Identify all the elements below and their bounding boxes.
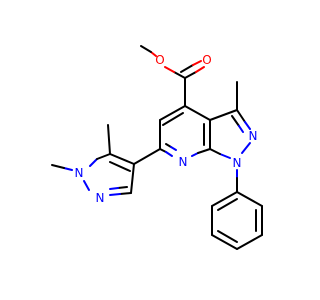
bond-ph-1-2: [236, 191, 263, 207]
bond-n1pp-c5pp-n: [89, 158, 98, 167]
bond-carbonyl-double-a-o: [195, 66, 205, 73]
bond-ph-6-1: [211, 191, 238, 207]
bond-ccarbonyl-oester-o: [164, 66, 175, 73]
bond-c3pp-n2pp-c: [119, 192, 132, 195]
bond-c4pp-c3pp: [130, 163, 135, 194]
bond-n1pp-methyl-n: [63, 167, 73, 171]
ester-group: [140, 45, 205, 107]
atom-n-dimethylpyrazole-n1: N: [75, 166, 84, 180]
atom-n-pyrazole-n2: N: [249, 129, 258, 143]
bond-c3-n2-c: [236, 109, 246, 123]
bond-c3a-c3: [209, 109, 238, 121]
bond-n7-c7a: [197, 148, 211, 154]
atom-n-dimethylpyrazole-n2: N: [96, 191, 105, 205]
bond-c6-n7-inner-n: [170, 146, 177, 151]
bond-carbonyl-double-b-o: [192, 60, 202, 66]
bond-c4-c3a: [184, 105, 211, 121]
molecule-svg: O O N N N N N: [51, 45, 263, 250]
bond-c5pp-methyl: [107, 124, 111, 155]
bond-c3-n2-n: [244, 121, 251, 130]
bond-ccarbonyl-oester: [173, 71, 186, 79]
phenyl-ring: [211, 169, 263, 250]
bond-ph-4-5-inner: [217, 230, 238, 243]
atom-labels: O O N N N N N: [75, 53, 258, 205]
bond-oester-methyl: [140, 45, 152, 53]
bond-oester-methyl-o: [150, 51, 157, 57]
bond-n2-n1: [241, 142, 251, 154]
atom-o-carbonyl: O: [202, 53, 211, 67]
bond-carbonyl-double-a: [184, 71, 197, 79]
bond-c6-n7-c: [159, 148, 167, 153]
dimethylpyrazole-ring: [51, 124, 161, 196]
atom-o-ester: O: [155, 53, 164, 67]
pyridine-ring: [159, 105, 211, 157]
bond-ph-6-1-inner: [217, 198, 238, 211]
bond-c6-n7-n: [165, 151, 173, 157]
fused-pyrazole-ring: [209, 81, 251, 159]
bond-n7-c7a-n: [191, 152, 199, 157]
bond-ph-4-5: [211, 234, 238, 250]
bond-c4-c5: [159, 105, 186, 121]
atom-n-pyridine: N: [179, 155, 188, 169]
bond-c3-n2-inner-c: [231, 115, 240, 127]
bond-n1pp-methyl: [51, 164, 65, 169]
bond-c4pp-c5pp-inner: [109, 161, 131, 172]
bond-n2pp-n1pp: [83, 180, 90, 191]
bond-c4pp-c5pp: [109, 153, 135, 165]
bond-c3pp-n2pp-n: [109, 193, 121, 196]
bond-c4-c5-inner: [162, 112, 184, 126]
bond-n1-c7a: [209, 148, 221, 155]
molecule-structure-diagram: O O N N N N N: [51, 45, 263, 250]
bond-c6-c4pp: [133, 148, 161, 165]
bond-c3pp-n2pp-inner-c: [117, 186, 128, 189]
atom-n-pyrazole-n1: N: [233, 156, 242, 170]
bond-carbonyl-double-b: [180, 64, 194, 73]
bond-c3pp-n2pp-inner-n: [109, 187, 119, 190]
bond-n1pp-c5pp: [96, 153, 111, 160]
bond-n1-c7a-n: [219, 153, 231, 159]
bond-ph-3-4: [236, 234, 263, 250]
bond-c3-n2-inner-n: [238, 125, 244, 133]
